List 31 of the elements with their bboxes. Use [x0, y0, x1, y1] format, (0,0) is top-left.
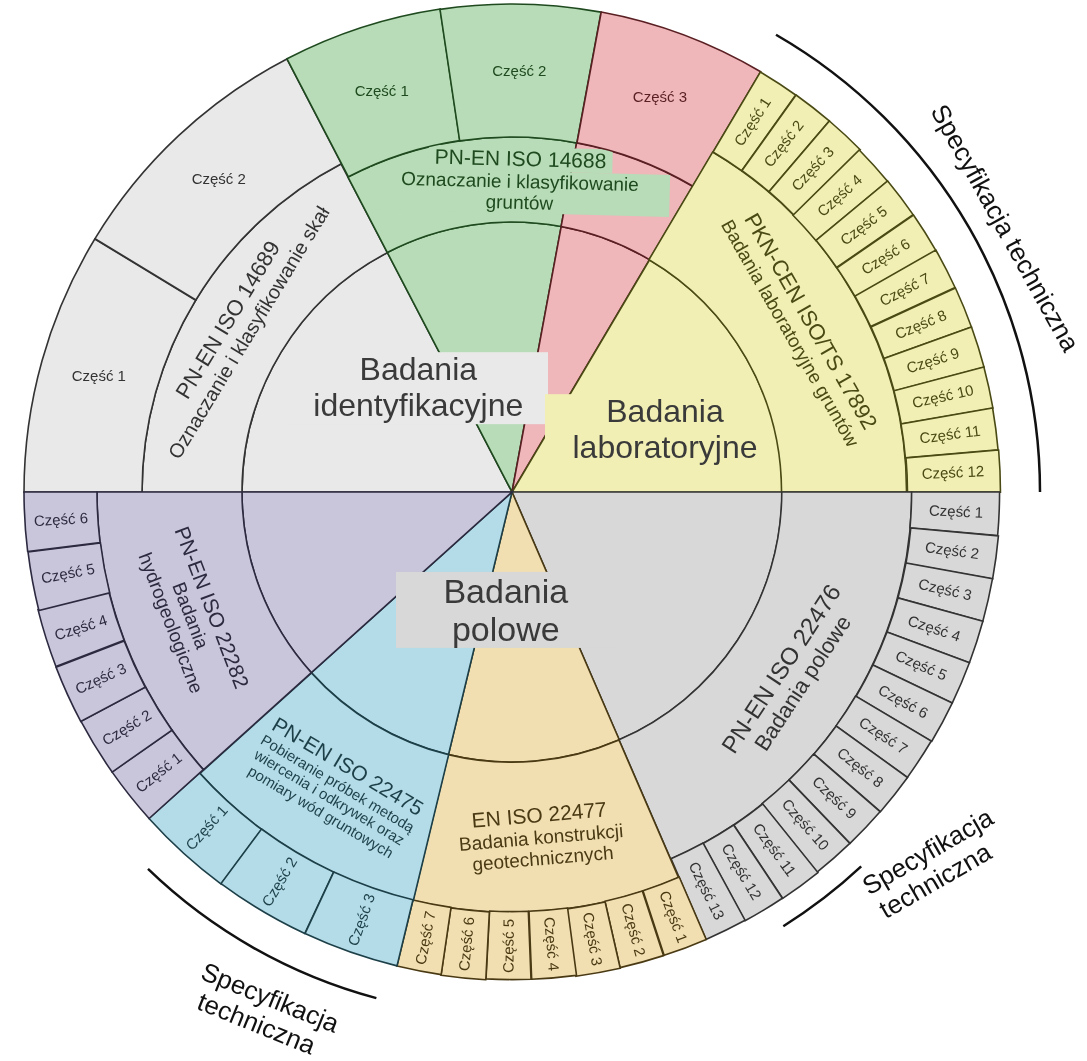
part-label: Część 1 — [353, 82, 410, 100]
part-label: Część 10 — [909, 380, 977, 414]
part-label: Część 9 — [903, 342, 963, 378]
part-label: Część 1 — [70, 368, 127, 385]
part-segment — [528, 908, 577, 980]
part-label: Część 3 — [579, 909, 606, 969]
part-label: Część 6 — [455, 914, 479, 974]
part-label: Część 3 — [915, 574, 975, 606]
part-segment — [486, 911, 532, 980]
part-label: Część 12 — [920, 462, 986, 484]
part-label: Część 2 — [617, 899, 650, 960]
part-label: Część 8 — [890, 305, 950, 344]
part-label: Część 1 — [655, 887, 692, 947]
part-label: Część 5 — [891, 645, 951, 686]
part-label: Część 4 — [51, 609, 111, 646]
part-label: Część 3 — [631, 88, 689, 106]
part-label: Część 5 — [38, 559, 98, 589]
part-segment — [27, 542, 110, 611]
part-label: Część 1 — [927, 501, 984, 523]
part-label: Część 4 — [539, 915, 562, 974]
part-label: Część 7 — [411, 908, 440, 968]
part-label: Część 2 — [491, 62, 548, 79]
part-segment — [24, 492, 101, 552]
part-label: Część 2 — [923, 537, 982, 565]
part-label: Część 5 — [500, 917, 518, 976]
part-label: Część 4 — [905, 610, 965, 647]
part-label: Część 11 — [917, 421, 983, 449]
part-label: Część 2 — [190, 170, 247, 188]
part-segment — [439, 4, 601, 143]
part-label: Część 3 — [343, 890, 379, 951]
part-label: Część 6 — [32, 509, 90, 530]
